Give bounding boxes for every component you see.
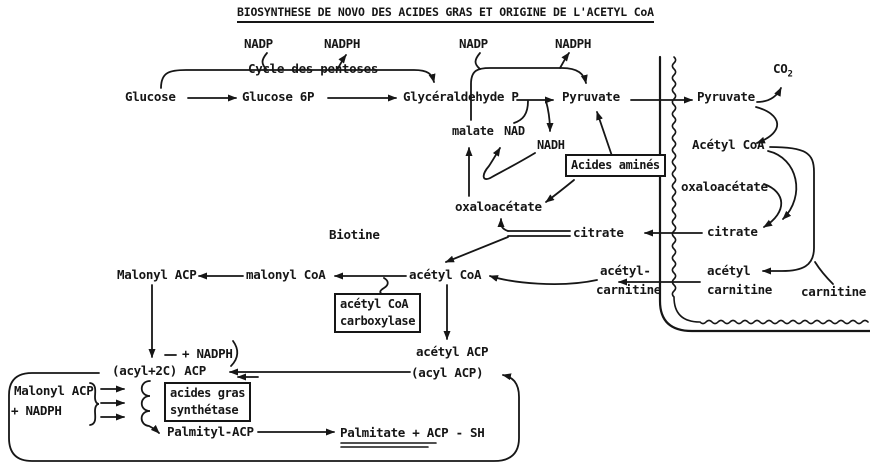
amino-acids-box: Acides aminés xyxy=(565,154,666,177)
arrow-malate-to-pyruvate xyxy=(470,67,588,121)
carboxylase-line1: acétyl CoA xyxy=(340,297,409,311)
citrate-mito-label: citrate xyxy=(707,224,758,239)
glucose6p-label: Glucose 6P xyxy=(242,89,315,104)
acetyl-carnitine-mito-line1: acétyl xyxy=(707,263,751,278)
amino-acids-label: Acides aminés xyxy=(571,158,660,172)
biotine-label: Biotine xyxy=(329,227,380,242)
acetyl-carnitine-cytosol-line2: carnitine xyxy=(596,282,662,297)
plus-nadph-top-label: + NADPH xyxy=(182,346,233,361)
nad-branch xyxy=(513,100,529,124)
carnitine-branch xyxy=(814,261,834,285)
co2-label: CO2 xyxy=(773,61,793,80)
mito-membrane-outer xyxy=(658,55,870,333)
arrow-aminoacids-to-pyruvate xyxy=(596,111,613,157)
acetyl-carnitine-cytosol-line1: acétyl- xyxy=(600,263,651,278)
glyceraldehyde-p-label: Glycéraldehyde P xyxy=(403,89,519,104)
synthase-cycle-loop xyxy=(8,372,520,462)
mito-membrane-wavy xyxy=(671,56,869,325)
arrow-nadh-branch xyxy=(545,100,554,132)
malonyl-acp-label: Malonyl ACP xyxy=(117,267,197,282)
arrow-pyruvate-to-acetylcoa xyxy=(755,106,778,144)
nadph-pentose-label: NADPH xyxy=(324,36,361,51)
acetyl-coa-carboxylase-box: acétyl CoA carboxylase xyxy=(334,293,422,333)
cycle-des-pentoses-label: Cycle des pentoses xyxy=(248,61,379,76)
oxaloacetate-cytosol-label: oxaloacétate xyxy=(455,199,542,214)
acetyl-carnitine-mito-line2: carnitine xyxy=(707,282,773,297)
acyl-acp-label: (acyl ACP) xyxy=(411,365,484,380)
acetyl-coa-cytosol-label: acétyl CoA xyxy=(409,267,482,282)
glucose-label: Glucose xyxy=(125,89,176,104)
arrow-citrate-to-oxaloacetate xyxy=(497,218,509,232)
nad-label: NAD xyxy=(504,124,525,138)
arrow-nadh-to-nad-hook xyxy=(482,147,536,180)
acyl-2c-acp-label: (acyl+2C) ACP xyxy=(112,363,206,378)
carboxylase-line2: carboxylase xyxy=(340,314,416,328)
malate-label: malate xyxy=(452,124,494,138)
pyruvate-mito-label: Pyruvate xyxy=(697,89,755,104)
malonyl-coa-label: malonyl CoA xyxy=(246,267,326,282)
nadh-label: NADH xyxy=(537,138,565,152)
nadp-tick-pentose xyxy=(261,52,268,71)
palmityl-acp-label: Palmityl-ACP xyxy=(167,424,254,439)
arrow-acetylcoa-to-citrate-arc xyxy=(767,150,798,220)
plus-nadph-cycle-label: + NADPH xyxy=(11,403,62,418)
acetyl-coa-mito-label: Acétyl CoA xyxy=(692,137,765,152)
nadp-pentose-label: NADP xyxy=(244,36,273,51)
diagram-title: BIOSYNTHESE DE NOVO DES ACIDES GRAS ET O… xyxy=(237,5,654,23)
arrow-pentose-shunt xyxy=(160,69,436,89)
citrate-cytosol-label: citrate xyxy=(573,225,624,240)
oxaloacetate-mito-label: oxaloacétate xyxy=(681,179,768,194)
palmitate-label: Palmitate + ACP - SH xyxy=(340,425,485,440)
acides-gras-synthetase-box: acides gras synthétase xyxy=(164,382,252,422)
arrow-oxaloacetate-to-citrate-arc xyxy=(763,183,783,228)
nadph-malic-label: NADPH xyxy=(555,36,592,51)
substrate-brace xyxy=(89,382,100,426)
arrow-aminoacids-to-oxaloacetate xyxy=(545,179,575,203)
elongation-coil xyxy=(140,380,160,434)
arrow-nadph-pentose xyxy=(336,54,347,71)
malonyl-acp-cycle-label: Malonyl ACP xyxy=(14,383,94,398)
nadp-malic-label: NADP xyxy=(459,36,488,51)
pyruvate-cytosol-label: Pyruvate xyxy=(562,89,620,104)
arrow-acetylcarnitine-to-acetylcoa xyxy=(489,275,598,285)
acetyl-acp-label: acétyl ACP xyxy=(416,344,489,359)
arrow-citrate-to-acetylcoa xyxy=(445,236,509,263)
synthetase-line1: acides gras xyxy=(170,386,246,400)
arrow-pyruvate-to-co2 xyxy=(756,87,782,103)
nadp-tick-malic xyxy=(474,52,481,70)
synthetase-line2: synthétase xyxy=(170,403,239,417)
arrow-acetylcoa-to-acetylcarnitine xyxy=(762,146,815,275)
free-carnitine-label: carnitine xyxy=(801,284,867,299)
arrow-nadph-malic xyxy=(559,52,570,69)
nadph-hook-top xyxy=(230,340,239,367)
